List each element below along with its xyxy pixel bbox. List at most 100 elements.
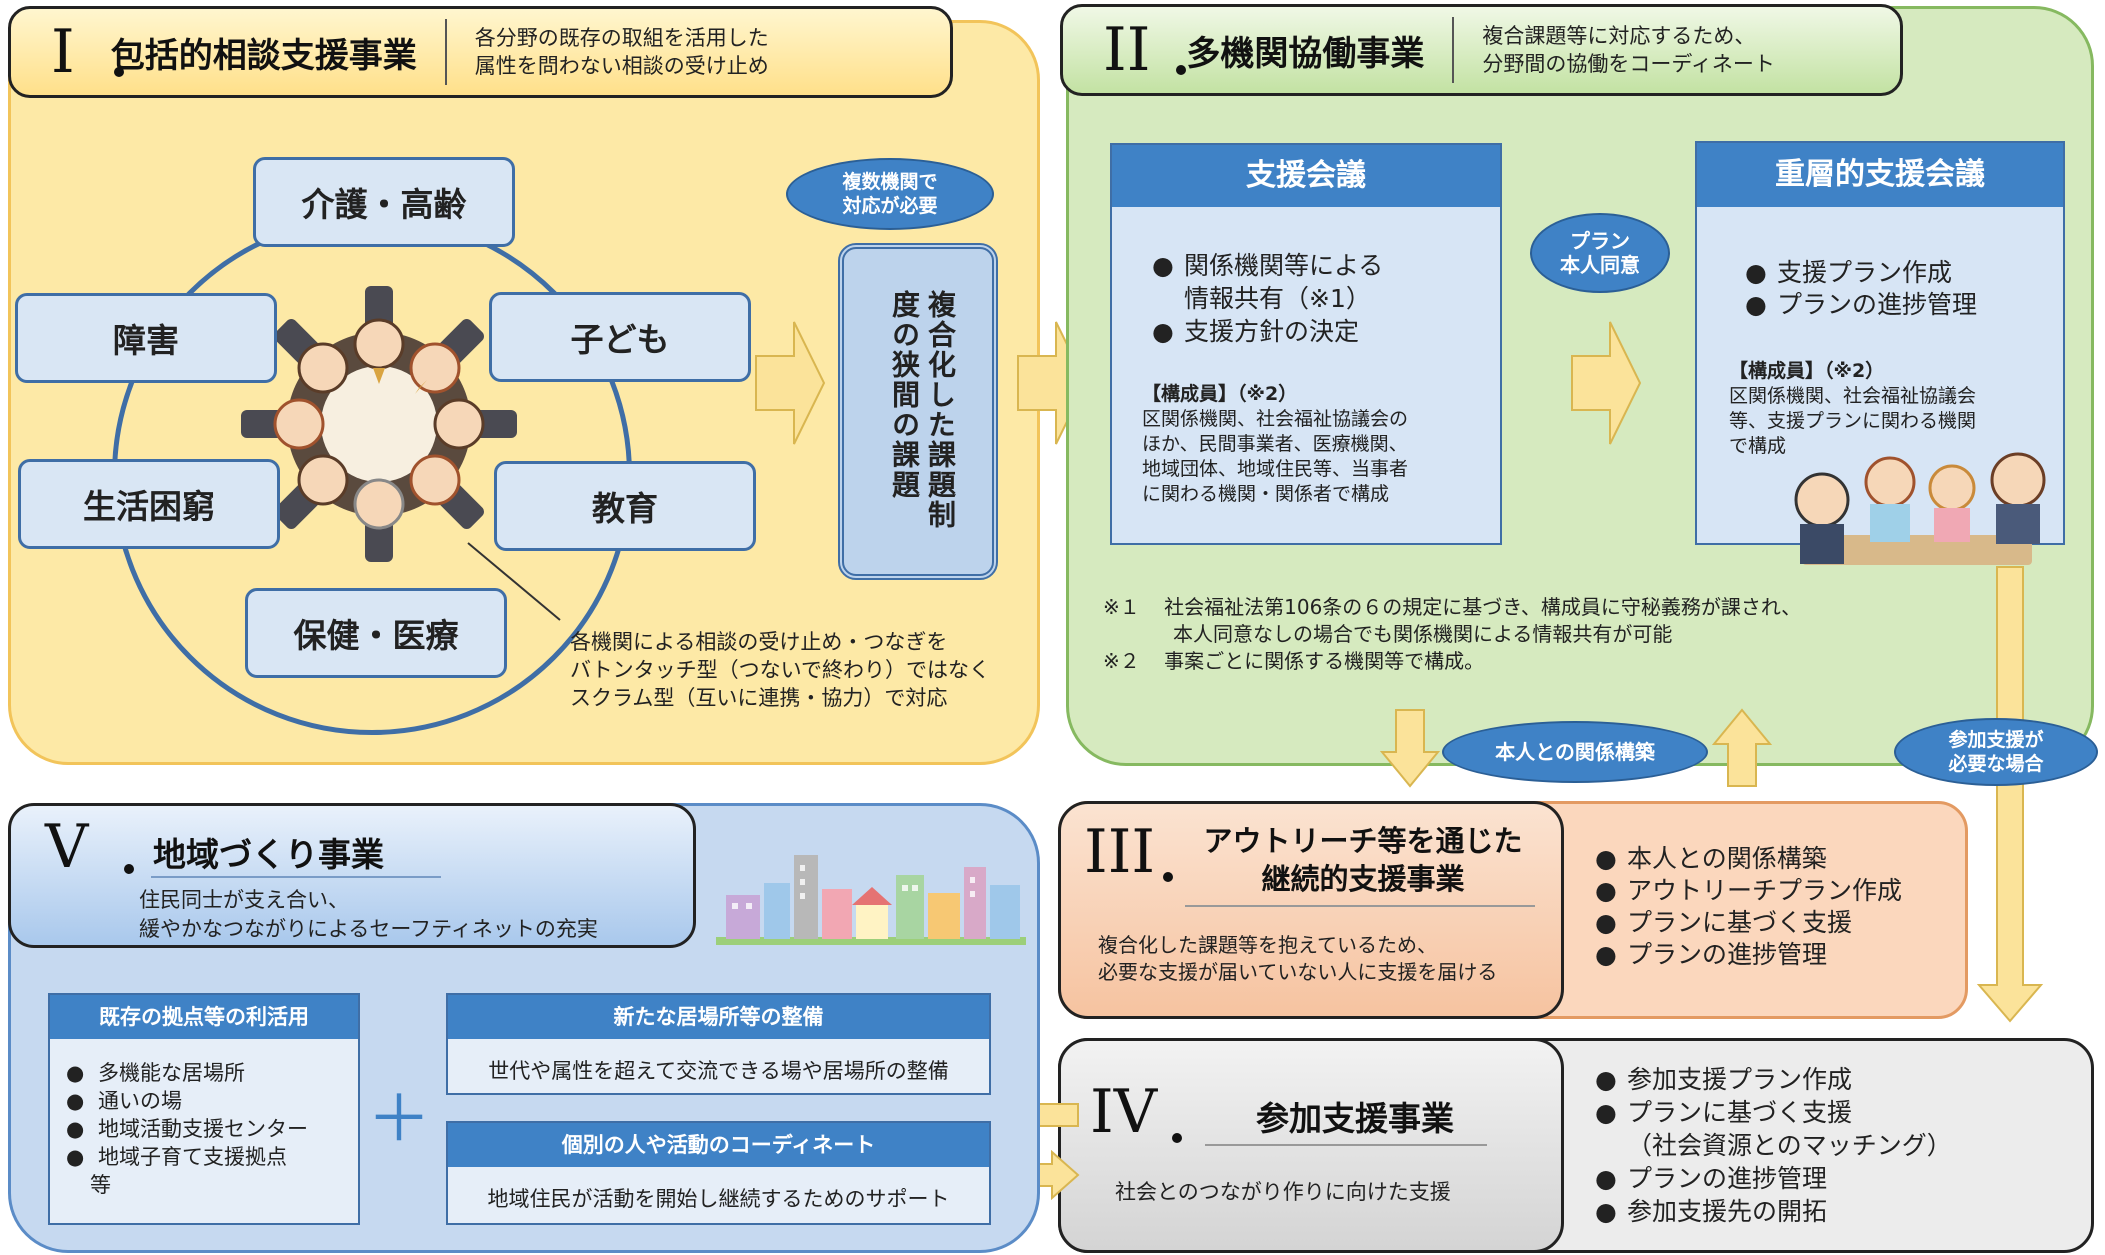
section-4-description: 社会とのつながり作りに向けた支援 — [1115, 1180, 1451, 1204]
section-4-number: IV — [1090, 1077, 1158, 1147]
section-4-title-underline — [1205, 1144, 1487, 1146]
scrum-note-line3: スクラム型（互いに連携・協力）で対応 — [570, 686, 948, 710]
support-meeting-bullet-1-line2: 情報共有（※1） — [1184, 284, 1371, 313]
participation-needed-line1: 参加支援が — [1948, 729, 2044, 751]
section-3-title-line2: 継続的支援事業 — [1261, 862, 1465, 896]
complex-issue-box — [838, 243, 998, 580]
section-2-title: 多機関協働事業 — [1186, 33, 1425, 74]
footnote-1: ※１ 社会福祉法第106条の６の規定に基づき、構成員に守秘義務が課され、 — [1103, 594, 1801, 621]
layered-meeting-members-line1: 区関係機関、社会福祉協議会 — [1729, 385, 1977, 407]
section-3-description-line2: 必要な支援が届いていない人に支援を届ける — [1098, 960, 1498, 984]
plus-sign: ＋ — [367, 1083, 431, 1157]
section-4-title: 参加支援事業 — [1256, 1099, 1454, 1138]
section-3-item-1: 本人との関係構築 — [1595, 843, 1902, 875]
existing-bases-header: 既存の拠点等の利活用 — [50, 995, 358, 1039]
support-meeting-bullet-1-line1: 関係機関等による — [1184, 251, 1384, 280]
support-meeting-header: 支援会議 — [1112, 145, 1500, 207]
section-3-item-4: プランの進捗管理 — [1595, 939, 1902, 971]
plan-consent-line2: 本人同意 — [1560, 253, 1640, 277]
support-meeting-bullet-1: 関係機関等による 情報共有（※1） — [1152, 249, 1500, 315]
participation-needed-label: 参加支援が 必要な場合 — [1894, 718, 2098, 786]
layered-support-meeting-bullets: 支援プラン作成 プランの進捗管理 — [1745, 257, 2063, 321]
support-meeting-members-line2: ほか、民間事業者、医療機関、 — [1142, 433, 1408, 455]
section-3-title-card — [1058, 801, 1564, 1019]
support-meeting-members-line3: 地域団体、地域住民等、当事者 — [1142, 458, 1409, 480]
section-1-subtitle-line1: 各分野の既存の取組を活用した — [474, 26, 769, 50]
multiple-agencies-line1: 複数機関で — [842, 171, 938, 193]
section-3-number-dot — [1163, 872, 1173, 882]
meeting-people-illustration — [1782, 440, 2060, 570]
category-education: 教育 — [494, 461, 756, 551]
section-1-number-dot — [114, 67, 124, 77]
footnote-2-line1: 事案ごとに関係する機関等で構成。 — [1164, 649, 1485, 673]
new-places-box: 新たな居場所等の整備 世代や属性を超えて交流できる場や居場所の整備 — [446, 993, 991, 1095]
section-2-title-tab: II 多機関協働事業 複合課題等に対応するため、 分野間の協働をコーディネート — [1060, 4, 1903, 96]
section-5-number: V — [45, 812, 89, 882]
section-4-item-1: 参加支援プラン作成 — [1595, 1063, 1952, 1096]
existing-bases-item-2: 通いの場 — [66, 1087, 358, 1115]
scrum-note-line1: 各機関による相談の受け止め・つなぎを — [570, 630, 948, 654]
coordination-box: 個別の人や活動のコーディネート 地域住民が活動を開始し継続するためのサポート — [446, 1121, 991, 1225]
section-3-item-2: アウトリーチプラン作成 — [1595, 875, 1902, 907]
support-meeting-members-label: 【構成員】（※2） — [1142, 383, 1298, 405]
layered-meeting-members-line3: で構成 — [1729, 435, 1787, 457]
section-3-list: 本人との関係構築 アウトリーチプラン作成 プランに基づく支援 プランの進捗管理 — [1595, 843, 1902, 971]
multiple-agencies-line2: 対応が必要 — [842, 195, 938, 217]
arrow-down-to-outreach — [1380, 709, 1440, 788]
relationship-building-label: 本人との関係構築 — [1442, 721, 1708, 783]
section-3-title-underline — [1185, 905, 1535, 907]
section-4-item-3: プランの進捗管理 — [1595, 1162, 1952, 1195]
existing-bases-item-3: 地域活動支援センター — [66, 1115, 358, 1143]
existing-bases-list: 多機能な居場所 通いの場 地域活動支援センター 地域子育て支援拠点 — [66, 1059, 358, 1171]
complex-issue-text: 複合化した課題制度の狭間の課題 — [888, 290, 957, 530]
support-meeting-members-line1: 区関係機関、社会福祉協議会の — [1142, 408, 1409, 430]
section-3-number: III — [1084, 817, 1156, 887]
existing-bases-item-4: 地域子育て支援拠点 — [66, 1143, 358, 1171]
arrow-to-issue — [755, 321, 826, 445]
layered-meeting-members: 【構成員】（※2） 区関係機関、社会福祉協議会 等、支援プランに関わる機関 で構… — [1729, 359, 2063, 459]
category-elderly-care: 介護・高齢 — [253, 157, 515, 247]
section-4-item-4: 参加支援先の開拓 — [1595, 1195, 1952, 1228]
section-2-subtitle: 複合課題等に対応するため、 分野間の協働をコーディネート — [1482, 22, 1775, 78]
section-5-title: 地域づくり事業 — [153, 835, 384, 874]
scrum-note: 各機関による相談の受け止め・つなぎを バトンタッチ型（つないで終わり）ではなく … — [570, 628, 990, 712]
coordination-header: 個別の人や活動のコーディネート — [448, 1123, 989, 1167]
layered-support-meeting-box: 重層的支援会議 支援プラン作成 プランの進捗管理 【構成員】（※2） 区関係機関… — [1695, 141, 2065, 545]
scrum-note-line2: バトンタッチ型（つないで終わり）ではなく — [570, 658, 990, 682]
layered-meeting-members-label: 【構成員】（※2） — [1729, 360, 1885, 382]
existing-bases-item-1: 多機能な居場所 — [66, 1059, 358, 1087]
category-health-medical: 保健・医療 — [245, 588, 507, 678]
footnote-2-mark: ※２ — [1103, 649, 1140, 673]
section-5-title-underline — [151, 876, 441, 878]
layered-meeting-members-line2: 等、支援プランに関わる機関 — [1729, 410, 1977, 432]
section-5-subtitle: 住民同士が支え合い、 緩やかなつながりによるセーフティネットの充実 — [139, 886, 598, 944]
section-5-subtitle-line1: 住民同士が支え合い、 — [139, 888, 349, 912]
section-4-list: 参加支援プラン作成 プランに基づく支援 （社会資源とのマッチング） プランの進捗… — [1595, 1063, 1952, 1228]
section-4-item-2: プランに基づく支援 （社会資源とのマッチング） — [1595, 1096, 1952, 1162]
section-5-title-tab: V 地域づくり事業 住民同士が支え合い、 緩やかなつながりによるセーフティネット… — [8, 803, 696, 948]
footnote-1-line1: 社会福祉法第106条の６の規定に基づき、構成員に守秘義務が課され、 — [1164, 595, 1802, 619]
footnote-1-mark: ※１ — [1103, 595, 1140, 619]
section-3-item-3: プランに基づく支援 — [1595, 907, 1902, 939]
footnote-1-line2: 本人同意なしの場合でも関係機関による情報共有が可能 — [1173, 622, 1673, 646]
section-1-subtitle: 各分野の既存の取組を活用した 属性を問わない相談の受け止め — [475, 24, 769, 80]
section-2-number-dot — [1176, 65, 1186, 75]
section-2-subtitle-line2: 分野間の協働をコーディネート — [1482, 52, 1775, 76]
section-3-description-line1: 複合化した課題等を抱えているため、 — [1098, 933, 1437, 957]
section-5-number-dot — [124, 864, 134, 874]
multiple-agencies-label: 複数機関で 対応が必要 — [786, 158, 994, 230]
layered-meeting-bullet-2: プランの進捗管理 — [1745, 289, 2063, 321]
existing-bases-box: 既存の拠点等の利活用 多機能な居場所 通いの場 地域活動支援センター 地域子育て… — [48, 993, 360, 1225]
section-2-number: II — [1103, 15, 1151, 85]
section-2-subtitle-line1: 複合課題等に対応するため、 — [1482, 24, 1756, 48]
support-meeting-bullets: 関係機関等による 情報共有（※1） 支援方針の決定 — [1152, 249, 1500, 348]
section-3-title: アウトリーチ等を通じた 継続的支援事業 — [1178, 822, 1548, 898]
layered-meeting-bullet-1: 支援プラン作成 — [1745, 257, 2063, 289]
section-4-item-2-sub: （社会資源とのマッチング） — [1627, 1131, 1952, 1160]
new-places-header: 新たな居場所等の整備 — [448, 995, 989, 1039]
note-pointer-line — [467, 542, 561, 621]
category-disability: 障害 — [15, 293, 277, 383]
support-meeting-members: 【構成員】（※2） 区関係機関、社会福祉協議会の ほか、民間事業者、医療機関、 … — [1142, 382, 1500, 507]
town-illustration — [716, 845, 1026, 945]
section-1-subtitle-line2: 属性を問わない相談の受け止め — [474, 54, 769, 78]
